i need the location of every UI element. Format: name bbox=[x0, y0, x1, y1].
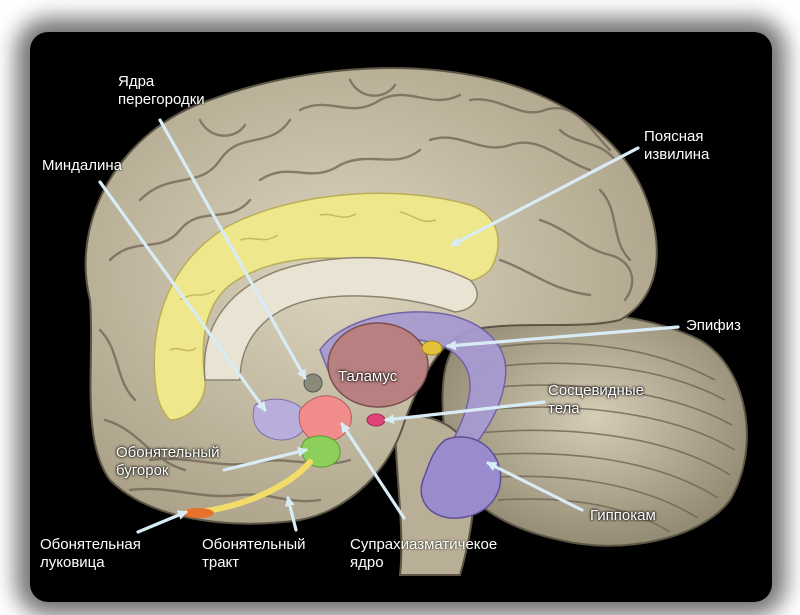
septal-nuclei bbox=[303, 373, 323, 393]
suprachiasmatic-nucleus bbox=[298, 395, 352, 443]
label-suprachiasmatic-nucleus: Супрахиазматичекое ядро bbox=[350, 536, 498, 571]
arrow-icon bbox=[340, 422, 406, 520]
arrow-icon bbox=[98, 180, 267, 412]
label-hippocampus: Гиппокам bbox=[590, 507, 656, 524]
thalamus bbox=[327, 322, 429, 408]
arrow-icon bbox=[222, 447, 308, 472]
mammillary-bodies bbox=[366, 413, 386, 427]
pointer-arrows bbox=[98, 118, 680, 534]
corpus-callosum bbox=[203, 256, 478, 381]
label-olfactory-tubercle: Обонятельный бугорок bbox=[116, 444, 220, 479]
arrow-icon bbox=[450, 146, 640, 247]
label-amygdala: Миндалина bbox=[42, 157, 123, 174]
hippocampus bbox=[420, 436, 502, 519]
olfactory-bulb bbox=[182, 508, 214, 518]
arrow-icon bbox=[446, 325, 680, 351]
label-olfactory-bulb: Обонятельная луковица bbox=[40, 536, 141, 571]
label-olfactory-tract: Обонятельный тракт bbox=[202, 536, 306, 571]
arrow-icon bbox=[285, 496, 298, 532]
arrow-icon bbox=[384, 400, 546, 425]
label-thalamus: Таламус bbox=[338, 368, 398, 385]
label-septal-nuclei: Ядра перегородки bbox=[118, 73, 205, 108]
arrow-icon bbox=[486, 461, 584, 512]
arrow-icon bbox=[158, 118, 307, 380]
pineal-gland bbox=[421, 340, 443, 356]
label-cingulate-gyrus: Поясная извилина bbox=[644, 128, 710, 163]
label-mammillary-bodies: Сосцевидные тела bbox=[548, 382, 644, 417]
label-pineal: Эпифиз bbox=[686, 317, 741, 334]
arrow-icon bbox=[136, 510, 188, 534]
cerebellum-folia bbox=[467, 342, 736, 533]
olfactory-tract bbox=[197, 459, 313, 515]
